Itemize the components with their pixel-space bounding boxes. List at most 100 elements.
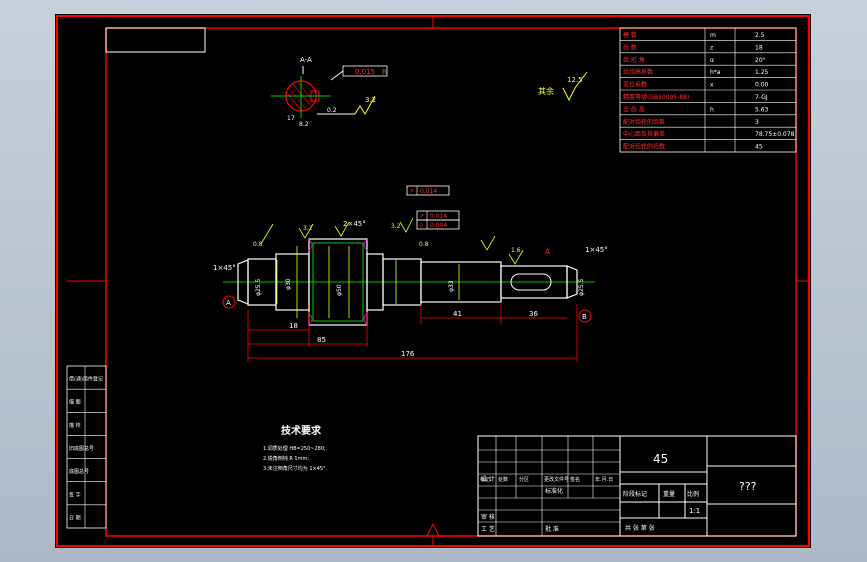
strip-label: 描 图 — [69, 399, 81, 406]
param-value: 5.63 — [755, 106, 769, 113]
param-name: 精度等级(GB10095-88) — [623, 93, 689, 101]
stage-label: 阶段标记 — [623, 490, 647, 498]
strip-label: 描 校 — [69, 422, 81, 429]
param-symbol: x — [710, 82, 714, 89]
tech-note-1: 1.调质处理 HB=250~280; — [263, 445, 326, 452]
zone-ticks — [67, 16, 809, 546]
datum-b-bubble — [578, 309, 592, 323]
rough-4: 3.2 — [391, 223, 401, 230]
param-name: 配对齿轮的齿数 — [623, 118, 665, 126]
datum-a: A — [226, 299, 231, 307]
param-row: 模 数 m 2.5 — [623, 31, 765, 39]
strip-label: 日 期 — [69, 515, 81, 521]
dia-2: φ30 — [285, 278, 292, 290]
param-value: 20° — [755, 57, 766, 64]
approve-label: 批 准 — [545, 525, 559, 533]
strip-row: 底图总号 — [67, 458, 106, 475]
title-block: 45 ??? 阶段标记 重量 比例 1:1 共 张 第 张 设 计 标准化 审 … — [477, 435, 797, 537]
dim-chamfer-right: 1×45° — [585, 246, 608, 254]
param-symbol: m — [710, 32, 716, 39]
dia-4: φ33 — [448, 280, 455, 292]
param-row: 精度等级(GB10095-88) 7-GJ — [620, 89, 796, 101]
datum-a-bubble — [222, 295, 236, 309]
param-row: 配对齿轮的齿数 3 — [620, 114, 796, 126]
revision-column-label: 更改文件号 — [544, 476, 569, 483]
part-name: ??? — [739, 480, 757, 493]
param-name: 配对齿轮的齿数 — [623, 143, 665, 151]
dim-len-1: 18 — [289, 322, 298, 330]
param-value: 45 — [755, 144, 763, 151]
weight-label: 重量 — [663, 490, 675, 498]
param-name: 变位系数 — [623, 81, 647, 89]
design-label: 设 计 — [481, 475, 495, 483]
scale-value: 1:1 — [689, 507, 700, 515]
scale-label: 比例 — [687, 490, 699, 498]
section-tol-value: 0.015 — [355, 68, 375, 76]
param-row: 配对齿轮的齿数 45 — [620, 139, 796, 151]
revision-column-label: 标记 — [480, 476, 490, 483]
revision-column-label: 处数 — [498, 476, 508, 483]
param-value: 18 — [755, 44, 763, 51]
dim-chamfer-gear: 2×45° — [343, 220, 366, 228]
param-row: 齿顶高系数 h*a 1.25 — [620, 64, 796, 76]
dim-chamfer-left: 1×45° — [213, 264, 236, 272]
section-dim-02a: 0.2 — [327, 107, 337, 114]
rough-2: 3.2 — [303, 225, 313, 232]
dim-len-3: 41 — [453, 310, 462, 318]
dia-3: φ50 — [336, 284, 343, 296]
tech-title: 技术要求 — [281, 424, 322, 437]
key-section-label: A — [545, 248, 550, 256]
param-name: 齿顶高系数 — [623, 68, 653, 76]
section-view: A-A 0.015 B 17 8.2 0.2 3.2 — [271, 56, 388, 128]
strip-row: 描 图 — [67, 388, 106, 406]
tolerance-frame: ↗0.014 — [406, 185, 450, 196]
tolerance-frame: ↗ 0.014 — [416, 210, 460, 221]
param-value: 7-GJ — [755, 94, 768, 101]
param-name: 齿 数 — [623, 43, 637, 51]
strip-row: 旧底图总号 — [67, 435, 106, 452]
section-dim-17: 17 — [287, 115, 295, 122]
tolerance-symbol: ↗ — [409, 188, 414, 195]
dia-1: φ25.5 — [255, 279, 262, 297]
param-symbol: h*a — [710, 69, 721, 76]
dim-len-2: 85 — [317, 336, 326, 344]
revision-column-label: 签名 — [570, 476, 580, 483]
process-label: 工 艺 — [481, 525, 495, 533]
param-value: 2.5 — [755, 32, 765, 39]
material: 45 — [653, 452, 668, 466]
dim-total: 176 — [401, 350, 415, 358]
strip-label: 旧底图总号 — [69, 445, 94, 452]
drawing-sheet: A-A 0.015 B 17 8.2 0.2 3.2 — [55, 14, 811, 548]
section-tol-datum: B — [382, 68, 387, 76]
strip-row: 借(通)用件登记 — [69, 376, 103, 383]
tolerance-symbol: ⌭ — [419, 222, 424, 229]
tolerance-symbol: ↗ — [419, 213, 424, 220]
strip-label: 底图总号 — [69, 468, 89, 475]
param-value: 1.25 — [755, 69, 769, 76]
strip-row: 描 校 — [67, 411, 106, 429]
param-value: 3 — [755, 119, 759, 126]
strip-label: 借(通)用件登记 — [69, 376, 103, 383]
param-name: 中心距及其偏差 — [623, 130, 665, 138]
drawing-canvas: A-A 0.015 B 17 8.2 0.2 3.2 — [56, 15, 810, 547]
rough-1: 0.8 — [253, 241, 263, 248]
tech-note-2: 2.锐角倒钝 R 1mm; — [263, 455, 309, 462]
strip-row: 签 字 — [67, 481, 106, 498]
dia-5: φ25.5 — [578, 279, 585, 297]
param-name: 模 数 — [623, 31, 637, 39]
rest-roughness-value: 12.5 — [567, 76, 583, 84]
tolerance-frames: ↗0.014↗0.014⌭0.004 — [406, 185, 460, 230]
inner-frame — [105, 27, 797, 537]
tech-note-3: 3.未注倒角尺寸均为 1×45°. — [263, 465, 328, 472]
rough-3: 1.6 — [511, 247, 521, 254]
dim-len-4: 36 — [529, 310, 538, 318]
tolerance-value: 0.014 — [430, 213, 447, 220]
param-name: 齿 形 角 — [623, 56, 645, 64]
shaft-view: 18 85 41 36 176 1×45° 1×45° 2×45° A φ25.… — [213, 217, 608, 362]
rough-5: 0.8 — [419, 241, 429, 248]
